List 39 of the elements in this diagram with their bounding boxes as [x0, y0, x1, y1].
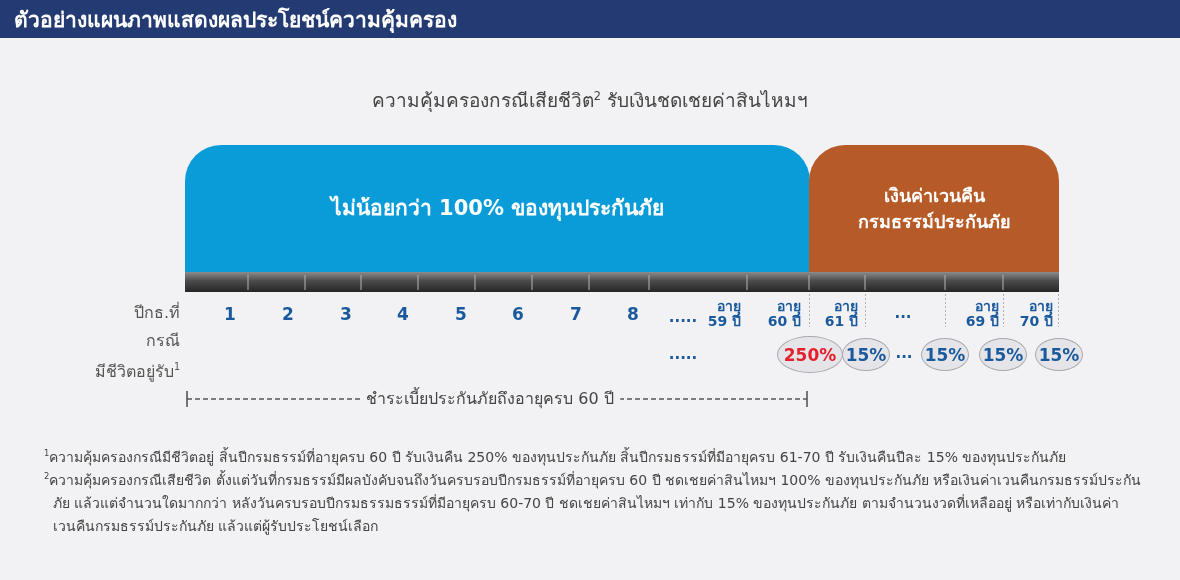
bracket-label: ชำระเบี้ยประกันภัยถึงอายุครบ 60 ปี [360, 389, 620, 409]
age-label: อายุ 70 ปี [1018, 298, 1053, 330]
band-text: เงินค่าเวนคืนกรมธรรม์ประกันภัย [856, 184, 1012, 234]
coverage-band [185, 145, 810, 272]
percentage-oval [979, 338, 1027, 371]
percentage-oval [1035, 338, 1083, 371]
percentage-value: 15% [924, 344, 966, 365]
coverage-band [809, 145, 1059, 272]
year-number: 3 [340, 305, 352, 325]
percentage-value: 15% [1038, 344, 1080, 365]
band-text: ไม่น้อยกว่า 100% ของทุนประกันภัย [330, 194, 665, 223]
year-number: 5 [455, 305, 467, 325]
age-label: อายุ 59 ปี [706, 298, 741, 330]
footnote: $^{2}$ความคุ้มครองกรณีเสียชีวิต ตั้งแต่วันที่กรมธรรม์มีผลบังคับจนถึงวันครบรอบปีกรมธรรม์ที่อายุครบ 60 ปี ชดเชยค่าสินไหมฯ 100% ของทุนประกันภัย หรือเงินค่าเวนคืนกรมธรรม์ประกันภัย แล้วแต่จำนวนใดมากกว่า หลังวันครบรอบปีกรมธรรมธรรม์ที่มีอายุครบ 60-70 ปี ชดเชยค่าสินไหมฯ เท่ากับ 15% ของทุนประกันภัย ตามจำนวนงวดที่เหลืออยู่ หรือเท่ากับเงินค่าเวนคืนกรมธรรม์ประกันภัย แล้วแต่ผู้รับประโยชน์เลือก [43, 469, 1143, 537]
ellipsis-text: ..... [668, 346, 698, 364]
age-label: อายุ 60 ปี [766, 298, 801, 330]
year-number: 1 [224, 305, 236, 325]
footnote: $^{1}$ความคุ้มครองกรณีมีชีวิตอยู่ สิ้นปีกรมธรรม์ที่อายุครบ 60 ปี รับเงินคืน 250% ของทุนประกันภัย สิ้นปีกรมธรรม์ที่มีอายุครบ 61-70 ปี รับเงินคืนปีละ 15% ของทุนประกันภัย [43, 446, 1068, 468]
diagram-title: ตัวอย่างแผนภาพแสดงผลประโยชน์ความคุ้มครอง [14, 6, 457, 35]
year-number: 6 [512, 305, 524, 325]
year-number: 8 [627, 305, 639, 325]
percentage-value: 15% [845, 344, 887, 365]
row-header: ปีกธ.ที่ [133, 303, 180, 323]
percentage-value: 250% [783, 344, 837, 365]
percentage-oval [777, 336, 843, 373]
percentage-value: 15% [982, 344, 1024, 365]
year-number: 4 [397, 305, 409, 325]
ellipsis-text: ... [895, 345, 913, 363]
ellipsis-text: ... [894, 305, 912, 323]
year-number: 2 [282, 305, 294, 325]
percentage-oval [842, 338, 890, 371]
year-number: 7 [570, 305, 582, 325]
age-label: อายุ 61 ปี [823, 298, 858, 330]
ellipsis-text: ..... [668, 309, 698, 327]
row-header: มีชีวิตอยู่รับ$^{1}$ [94, 362, 180, 382]
age-label: อายุ 69 ปี [964, 298, 999, 330]
chart-subtitle: ความคุ้มครองกรณีเสียชีวิต$^{2}$ รับเงินชดเชยค่าสินไหมฯ [371, 90, 809, 112]
percentage-oval [921, 338, 969, 371]
row-header: กรณี [146, 331, 180, 351]
